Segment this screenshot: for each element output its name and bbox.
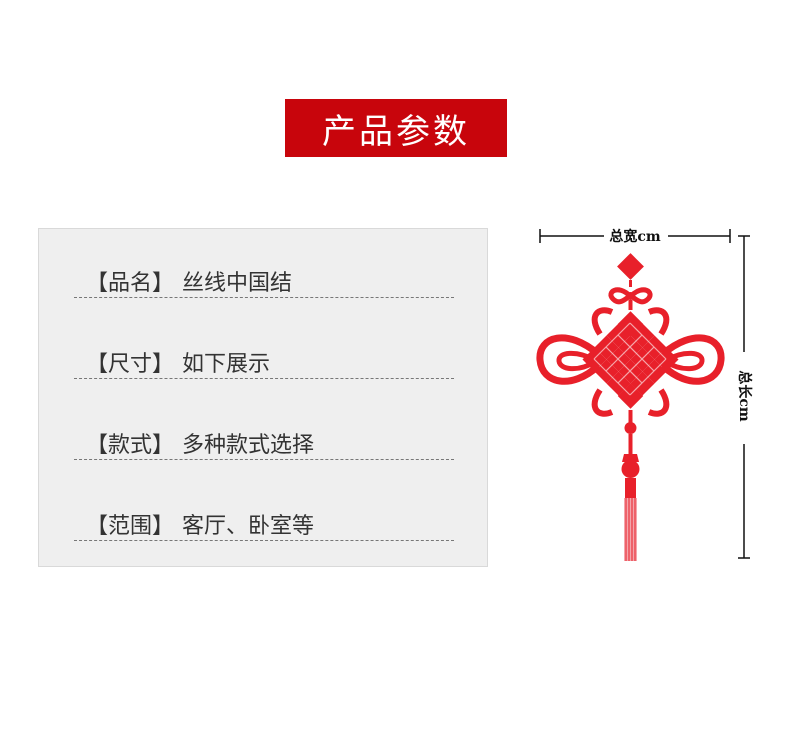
param-row-scope: 【范围】 客厅、卧室等	[74, 508, 454, 541]
param-row-name: 【品名】 丝线中国结	[74, 265, 454, 298]
width-dimension	[539, 229, 731, 243]
param-value: 客厅、卧室等	[182, 514, 315, 539]
knot-illustration: 总宽cm 总长cm	[528, 224, 760, 569]
parameter-panel: 【品名】 丝线中国结 【尺寸】 如下展示 【款式】 多种款式选择 【范围】 客厅…	[38, 228, 488, 567]
param-label: 【款式】	[86, 433, 175, 458]
param-row-style: 【款式】 多种款式选择	[74, 427, 454, 460]
chinese-knot-icon	[536, 253, 725, 498]
height-label: 总长cm	[736, 370, 753, 422]
param-label: 【尺寸】	[86, 352, 175, 377]
height-dimension	[738, 235, 750, 559]
tassel-icon	[624, 498, 637, 561]
param-row-size: 【尺寸】 如下展示	[74, 346, 454, 379]
param-value: 丝线中国结	[182, 271, 293, 296]
param-label: 【范围】	[86, 514, 175, 539]
param-value: 多种款式选择	[182, 433, 315, 458]
param-value: 如下展示	[182, 352, 271, 377]
width-label: 总宽cm	[609, 228, 661, 245]
param-label: 【品名】	[86, 271, 175, 296]
page-title: 产品参数	[285, 99, 507, 157]
